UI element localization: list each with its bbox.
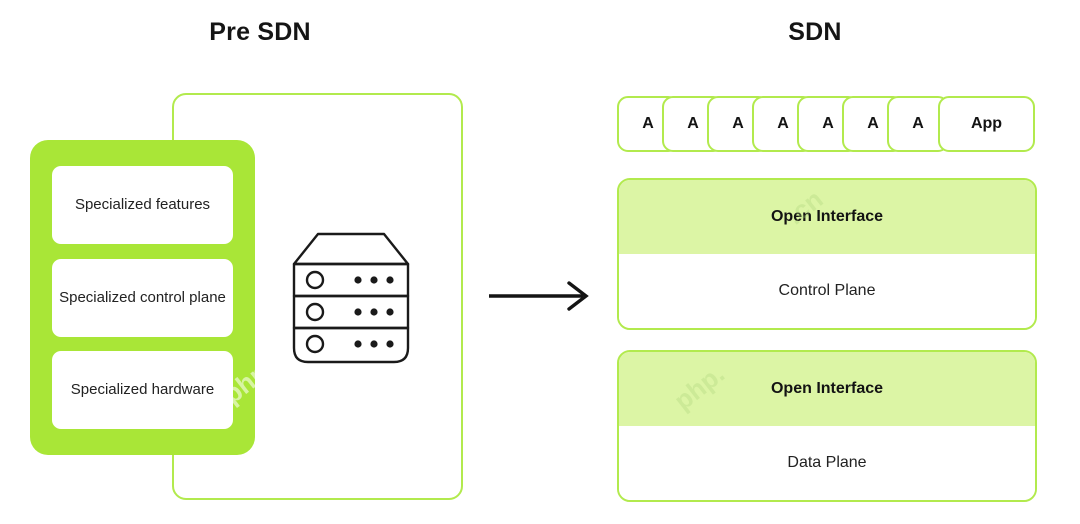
control-plane-open-interface-label: Open Interface	[619, 180, 1035, 254]
data-plane-open-interface-label: Open Interface	[619, 352, 1035, 426]
legacy-card-specialized-hardware: Specialized hardware	[52, 351, 233, 429]
sdn-title: SDN	[788, 18, 842, 46]
data-plane-panel: Open Interface Data Plane	[617, 350, 1037, 502]
pre-sdn-title: Pre SDN	[209, 18, 311, 46]
server-rack-icon	[292, 232, 410, 364]
control-plane-panel: Open Interface Control Plane	[617, 178, 1037, 330]
right-arrow-icon	[489, 281, 589, 311]
control-plane-label: Control Plane	[619, 254, 1035, 328]
app-chip-front[interactable]: App	[938, 96, 1035, 152]
legacy-card-specialized-control-plane: Specialized control plane	[52, 258, 233, 337]
legacy-specialized-stack: Specialized features Specialized control…	[30, 140, 255, 455]
data-plane-label: Data Plane	[619, 426, 1035, 500]
application-stack-row: A A A A A A A App	[617, 96, 1037, 152]
legacy-card-specialized-features: Specialized features	[52, 166, 233, 244]
